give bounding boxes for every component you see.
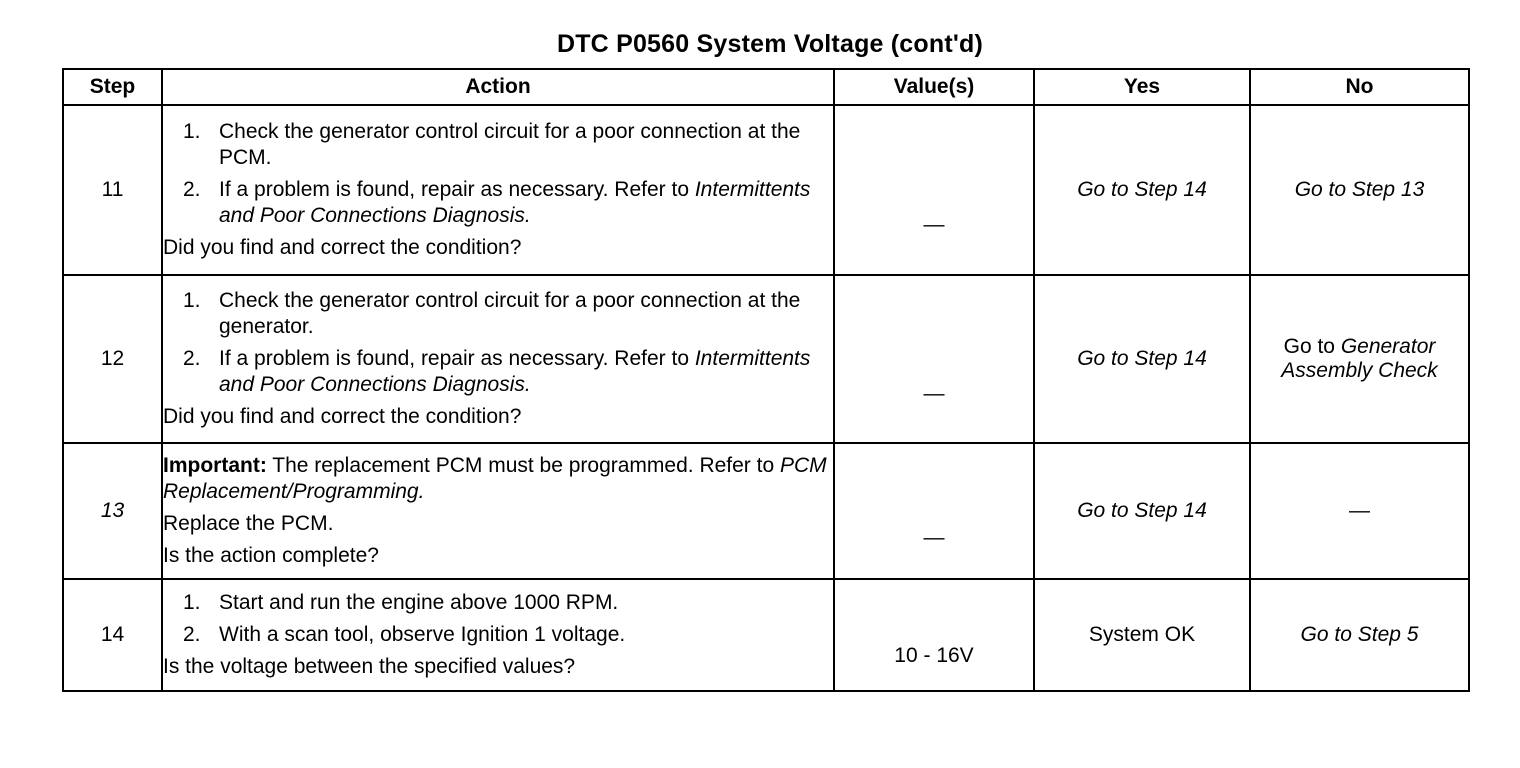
- yes-cell[interactable]: Go to Step 14: [1033, 274, 1251, 444]
- value-text: —: [923, 526, 945, 549]
- action-instruction: Replace the PCM.: [163, 512, 334, 535]
- action-step-number: 1.: [183, 289, 201, 312]
- value-text: 10 - 16V: [894, 644, 974, 667]
- page-title: DTC P0560 System Voltage (cont'd): [556, 30, 984, 58]
- value-text: —: [923, 213, 945, 236]
- table-row: 12 1. Check the generator control circui…: [62, 274, 1470, 444]
- reference-link[interactable]: Intermittents and Poor Connections Diagn…: [219, 347, 811, 396]
- header-values: Value(s): [833, 68, 1035, 106]
- action-step-number: 2.: [183, 178, 201, 201]
- reference-link[interactable]: PCM Replacement/Programming.: [163, 454, 827, 503]
- action-step-item: 2. With a scan tool, observe Ignition 1 …: [163, 622, 833, 648]
- action-cell: 1. Check the generator control circuit f…: [161, 104, 835, 276]
- header-no: No: [1249, 68, 1470, 106]
- action-step-item: 1. Check the generator control circuit f…: [163, 119, 833, 171]
- reference-link[interactable]: Intermittents and Poor Connections Diagn…: [219, 178, 811, 227]
- action-question: Did you find and correct the condition?: [163, 405, 522, 428]
- action-step-number: 2.: [183, 623, 201, 646]
- action-step-item: 1. Start and run the engine above 1000 R…: [163, 590, 833, 616]
- action-step-text: With a scan tool, observe Ignition 1 vol…: [219, 623, 626, 646]
- header-action: Action: [161, 68, 835, 106]
- value-text: —: [923, 382, 945, 405]
- table-row: 13 Important: The replacement PCM must b…: [62, 442, 1470, 580]
- no-cell[interactable]: Go to Generator Assembly Check: [1249, 274, 1470, 444]
- action-step-text: Check the generator control circuit for …: [219, 289, 801, 338]
- important-label: Important:: [163, 454, 267, 477]
- action-question: Is the action complete?: [163, 544, 379, 567]
- action-question: Is the voltage between the specified val…: [163, 655, 576, 678]
- action-steps: 1. Check the generator control circuit f…: [163, 288, 833, 398]
- diagnostic-table: Step Action Value(s) Yes No 11 1. Check …: [62, 68, 1470, 692]
- no-cell[interactable]: Go to Step 5: [1249, 578, 1470, 692]
- step-number: 12: [62, 274, 163, 444]
- action-step-item: 2. If a problem is found, repair as nece…: [163, 346, 833, 398]
- table-row: 14 1. Start and run the engine above 100…: [62, 578, 1470, 692]
- no-cell[interactable]: Go to Step 13: [1249, 104, 1470, 276]
- action-question: Did you find and correct the condition?: [163, 236, 522, 259]
- header-step: Step: [62, 68, 163, 106]
- action-step-text: Start and run the engine above 1000 RPM.: [219, 591, 619, 614]
- action-step-text: If a problem is found, repair as necessa…: [219, 178, 695, 201]
- value-cell: —: [833, 442, 1035, 580]
- action-cell: 1. Start and run the engine above 1000 R…: [161, 578, 835, 692]
- action-step-text: Check the generator control circuit for …: [219, 120, 801, 169]
- step-number: 11: [62, 104, 163, 276]
- value-cell: 10 - 16V: [833, 578, 1035, 692]
- action-step-item: 1. Check the generator control circuit f…: [163, 288, 833, 340]
- reference-link[interactable]: Generator Assembly Check: [1281, 335, 1438, 382]
- action-cell: 1. Check the generator control circuit f…: [161, 274, 835, 444]
- value-cell: —: [833, 274, 1035, 444]
- step-number: 13: [62, 442, 163, 580]
- action-step-number: 1.: [183, 120, 201, 143]
- yes-cell[interactable]: System OK: [1033, 578, 1251, 692]
- no-cell: —: [1249, 442, 1470, 580]
- no-prefix: Go to: [1283, 335, 1341, 358]
- action-steps: 1. Start and run the engine above 1000 R…: [163, 590, 833, 648]
- yes-cell[interactable]: Go to Step 14: [1033, 442, 1251, 580]
- action-step-number: 1.: [183, 591, 201, 614]
- value-cell: —: [833, 104, 1035, 276]
- action-step-number: 2.: [183, 347, 201, 370]
- important-text: The replacement PCM must be programmed. …: [266, 454, 780, 477]
- step-number: 14: [62, 578, 163, 692]
- important-note: Important: The replacement PCM must be p…: [163, 453, 833, 505]
- table-row: 11 1. Check the generator control circui…: [62, 104, 1470, 276]
- action-cell: Important: The replacement PCM must be p…: [161, 442, 835, 580]
- action-steps: 1. Check the generator control circuit f…: [163, 119, 833, 229]
- table-header-row: Step Action Value(s) Yes No: [62, 68, 1470, 106]
- action-step-item: 2. If a problem is found, repair as nece…: [163, 177, 833, 229]
- yes-cell[interactable]: Go to Step 14: [1033, 104, 1251, 276]
- header-yes: Yes: [1033, 68, 1251, 106]
- action-step-text: If a problem is found, repair as necessa…: [219, 347, 695, 370]
